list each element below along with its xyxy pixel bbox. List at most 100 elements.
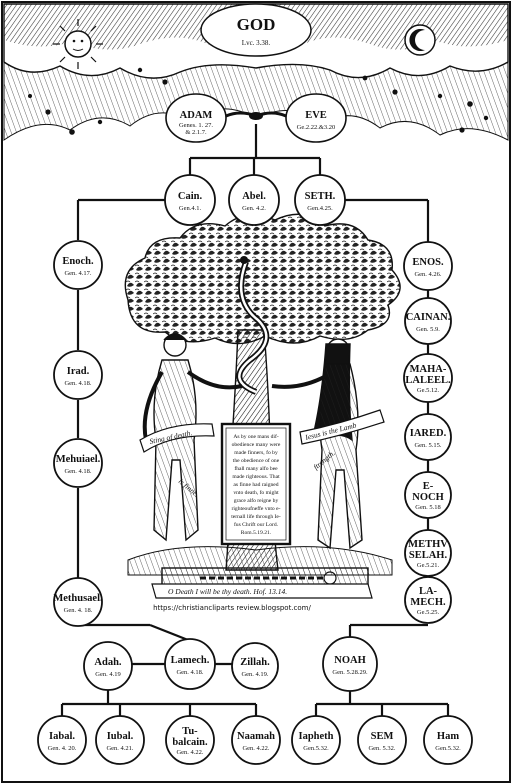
god-name: GOD: [237, 15, 276, 34]
node-ref: Gen. 5.18: [415, 504, 440, 511]
node-lamech: Lamech.Gen. 4.18.: [164, 638, 216, 690]
node-circle: [322, 636, 378, 692]
node-name-line1: LA-: [419, 586, 438, 597]
node-ref: Gen. 4.18.: [64, 380, 91, 387]
tablet-line: vnto death, fo might: [233, 489, 279, 496]
node-name: Cain.: [178, 191, 203, 202]
node-circle: [404, 576, 452, 624]
node-circle: [228, 174, 280, 226]
adam-node: ADAM Genes. 1. 27. & 2.1.7.: [165, 93, 227, 143]
node-name: Ham: [437, 731, 459, 742]
node-name: Irad.: [67, 366, 90, 377]
node-zillah: Zillah. Gen. 4.19.: [231, 642, 279, 690]
node-name: Adah.: [94, 657, 122, 668]
god-node: GOD Lvc. 3.38.: [237, 15, 276, 47]
node-ref: Gen. 5.32.: [368, 745, 395, 752]
node-circle: [231, 642, 279, 690]
node-circle: [164, 174, 216, 226]
node-name: CAINAN.: [406, 312, 451, 323]
node-circle: [95, 715, 145, 765]
node-ref: Gen. 4. 18.: [64, 607, 93, 614]
node-ref: Gen. 5.9.: [416, 326, 440, 333]
node-iared: IARED.Gen. 5.15.: [404, 413, 452, 461]
node-ref: Gen. 4.19.: [241, 671, 268, 678]
node-name: IARED.: [410, 428, 447, 439]
scripture-tablet: As by one mans dif-obedience many werema…: [220, 422, 292, 546]
node-circle: [404, 297, 452, 345]
node-circle: [404, 413, 452, 461]
node-circle: [291, 715, 341, 765]
node-name-line2: LALEEL.: [405, 375, 451, 386]
node-name: Methusael.: [53, 593, 103, 604]
node-circle: [53, 438, 103, 488]
node-name: Enoch.: [62, 256, 94, 267]
node-circle: [423, 715, 473, 765]
node-mahalaleel: MAHA-LALEEL.Ge.5.12.: [403, 353, 453, 403]
node-ref: Ge.5.25.: [417, 609, 440, 616]
tablet-line: fus Chrift our Lord.: [234, 521, 279, 528]
tablet-line: made finners, fo by: [234, 449, 278, 456]
node-ref: Gen. 4.19: [95, 671, 120, 678]
node-name-line2: NOCH: [412, 492, 444, 503]
node-irad: Irad. Gen. 4.18.: [53, 350, 103, 400]
god-ref: Lvc. 3.38.: [242, 39, 271, 47]
adam-name: ADAM: [180, 110, 213, 121]
node-methusael: Methusael. Gen. 4. 18.: [53, 577, 103, 627]
tablet-line: righteoufneffe vnto e-: [232, 505, 281, 512]
node-enos: ENOS.Gen. 4.26.: [403, 241, 453, 291]
stars: [28, 67, 489, 135]
node-ref: Gen. 4.21.: [106, 745, 133, 752]
node-circle: [357, 715, 407, 765]
node-ref: Gen.4.25.: [307, 205, 333, 212]
node-tubalcain: Tu-balcain.Gen. 4.22.: [165, 715, 215, 765]
adam-ref1: Genes. 1. 27.: [179, 122, 213, 129]
node-ref: Gen. 4.17.: [64, 270, 91, 277]
node-ref: Gen. 4.2.: [242, 205, 266, 212]
node-name: Iubal.: [107, 731, 134, 742]
node-seth: SETH. Gen.4.25.: [294, 174, 346, 226]
node-enoch: Enoch. Gen. 4.17.: [53, 240, 103, 290]
node-circle: [83, 641, 133, 691]
node-name: Abel.: [242, 191, 266, 202]
node-name: Zillah.: [240, 657, 270, 668]
node-iubal: Iubal. Gen. 4.21.: [95, 715, 145, 765]
node-name: ENOS.: [412, 257, 444, 268]
node-ref: Gen. 4.22.: [242, 745, 269, 752]
node-ref: Gen. 5.28.29.: [332, 669, 368, 676]
node-cain: Cain. Gen.4.1.: [164, 174, 216, 226]
node-ref: Gen.5.32.: [435, 745, 461, 752]
source-url: https://christiancliparts review.blogspo…: [153, 604, 311, 612]
node-lamech2: LA-MECH.Ge.5.25.: [404, 576, 452, 624]
node-circle: [37, 715, 87, 765]
node-circle: [403, 241, 453, 291]
node-name: SETH.: [305, 191, 336, 202]
node-name: Lamech.: [171, 655, 210, 666]
node-name-line2: MECH.: [410, 597, 446, 608]
node-ref: Gen.4.1.: [179, 205, 202, 212]
node-circle: [165, 715, 215, 765]
node-circle: [53, 240, 103, 290]
tablet-line: Rom.5.19.21.: [241, 530, 272, 536]
node-name-line1: METHV: [408, 539, 448, 550]
node-circle: [294, 174, 346, 226]
node-name-line1: E-: [423, 481, 434, 492]
tablet-line: as finne had raigned: [233, 481, 278, 488]
node-iabal: Iabal.Gen. 4. 20.: [37, 715, 87, 765]
node-name: Iapheth: [298, 731, 333, 742]
lineage-lines: [60, 124, 450, 716]
node-cainan: CAINAN. Gen. 5.9.: [404, 297, 452, 345]
tablet-line: As by one mans dif-: [233, 433, 279, 440]
node-circle: [404, 529, 452, 577]
node-name: Iabal.: [49, 731, 75, 742]
node-ref: Ge.5.21.: [417, 562, 440, 569]
tablet-line: the obedience of one: [233, 457, 280, 464]
